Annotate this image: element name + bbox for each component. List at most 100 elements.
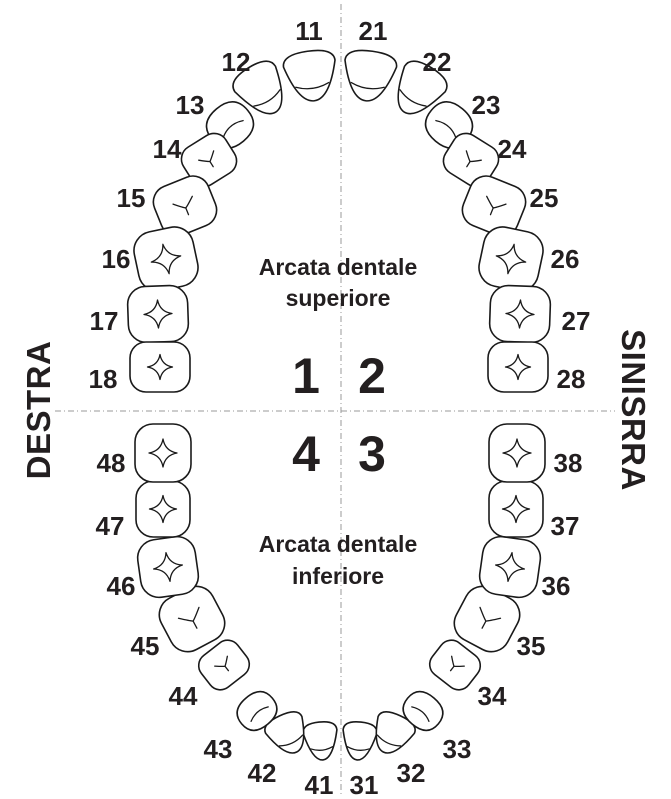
tooth-number-32: 32 xyxy=(397,758,426,788)
tooth-number-44: 44 xyxy=(169,681,198,711)
tooth-number-23: 23 xyxy=(472,90,501,120)
tooth-number-16: 16 xyxy=(102,244,131,274)
tooth-28-groove xyxy=(504,353,532,381)
tooth-number-47: 47 xyxy=(96,511,125,541)
tooth-15-crown xyxy=(152,175,218,237)
tooth-32-groove xyxy=(376,734,402,747)
tooth-37-crown xyxy=(488,480,544,538)
tooth-36-crown xyxy=(478,535,542,599)
tooth-47-groove xyxy=(148,494,178,524)
tooth-number-34: 34 xyxy=(478,681,507,711)
tooth-number-46: 46 xyxy=(107,571,136,601)
tooth-number-48: 48 xyxy=(97,448,126,478)
tooth-14-crown xyxy=(180,132,238,188)
tooth-17-crown xyxy=(126,284,190,344)
lower-arch-label-line2: inferiore xyxy=(292,563,384,589)
tooth-43 xyxy=(236,690,278,732)
tooth-number-21: 21 xyxy=(359,16,388,46)
tooth-31-groove xyxy=(346,746,370,751)
tooth-15 xyxy=(152,175,218,237)
upper-arch-label-line2: superiore xyxy=(286,285,391,311)
tooth-36-groove xyxy=(494,551,526,583)
tooth-43-crown xyxy=(236,690,278,732)
tooth-48-crown xyxy=(134,423,192,483)
tooth-12-groove xyxy=(253,89,281,107)
tooth-38 xyxy=(488,423,546,483)
tooth-number-35: 35 xyxy=(517,631,546,661)
tooth-31-crown xyxy=(342,721,378,761)
teeth-layer xyxy=(126,49,552,761)
tooth-44-crown xyxy=(197,639,251,691)
tooth-24-crown xyxy=(442,132,500,188)
tooth-22 xyxy=(397,60,448,115)
tooth-31 xyxy=(342,721,378,761)
tooth-24 xyxy=(442,132,500,188)
tooth-number-31: 31 xyxy=(350,770,379,799)
tooth-number-36: 36 xyxy=(542,571,571,601)
tooth-21-crown xyxy=(344,49,398,102)
tooth-42-groove xyxy=(278,734,304,747)
side-label-sinistra: SINISRRA xyxy=(615,329,652,491)
tooth-28-crown xyxy=(487,341,549,393)
tooth-25-crown xyxy=(461,175,527,237)
tooth-16-crown xyxy=(133,226,199,292)
tooth-47-crown xyxy=(135,480,191,538)
tooth-11-crown xyxy=(282,49,336,102)
tooth-27-crown xyxy=(488,284,552,344)
tooth-11 xyxy=(282,49,336,102)
tooth-number-43: 43 xyxy=(204,734,233,764)
tooth-43-groove xyxy=(250,706,269,722)
tooth-28 xyxy=(487,341,549,393)
side-label-destra: DESTRA xyxy=(20,341,57,480)
tooth-16-groove xyxy=(150,243,182,275)
tooth-number-45: 45 xyxy=(131,631,160,661)
tooth-27-groove xyxy=(505,299,535,329)
tooth-number-33: 33 xyxy=(443,734,472,764)
tooth-number-25: 25 xyxy=(530,183,559,213)
tooth-12 xyxy=(232,60,283,115)
tooth-15-groove xyxy=(185,207,190,216)
tooth-22-groove xyxy=(399,89,427,107)
tooth-18 xyxy=(129,341,191,393)
tooth-16 xyxy=(133,226,199,292)
tooth-32 xyxy=(375,711,416,754)
tooth-46-groove xyxy=(152,551,184,583)
tooth-number-41: 41 xyxy=(305,770,334,799)
tooth-36 xyxy=(478,535,542,599)
tooth-number-27: 27 xyxy=(562,306,591,336)
tooth-14 xyxy=(180,132,238,188)
tooth-46-crown xyxy=(136,535,200,599)
tooth-47 xyxy=(135,480,191,538)
tooth-26-groove xyxy=(495,243,527,275)
tooth-17 xyxy=(126,284,190,344)
tooth-18-crown xyxy=(129,341,191,393)
tooth-number-14: 14 xyxy=(153,134,182,164)
tooth-25 xyxy=(461,175,527,237)
tooth-33-crown xyxy=(402,690,444,732)
tooth-41-crown xyxy=(302,721,338,761)
tooth-number-24: 24 xyxy=(498,134,527,164)
tooth-45-groove xyxy=(192,620,198,629)
quadrant-2-label: 2 xyxy=(358,348,386,404)
tooth-38-crown xyxy=(488,423,546,483)
tooth-37-groove xyxy=(501,494,531,524)
tooth-number-17: 17 xyxy=(90,306,119,336)
tooth-number-18: 18 xyxy=(89,364,118,394)
tooth-38-groove xyxy=(502,438,532,468)
tooth-48-groove xyxy=(148,438,178,468)
tooth-number-37: 37 xyxy=(551,511,580,541)
tooth-44-groove xyxy=(224,665,230,672)
tooth-34-crown xyxy=(428,639,482,691)
tooth-13-groove xyxy=(222,119,244,138)
tooth-number-13: 13 xyxy=(176,90,205,120)
tooth-46 xyxy=(136,535,200,599)
tooth-33 xyxy=(402,690,444,732)
tooth-41 xyxy=(302,721,338,761)
lower-arch-label-line1: Arcata dentale xyxy=(259,531,418,557)
tooth-23-groove xyxy=(435,119,457,138)
upper-arch-label-line1: Arcata dentale xyxy=(259,254,418,280)
tooth-number-22: 22 xyxy=(423,47,452,77)
tooth-number-26: 26 xyxy=(551,244,580,274)
